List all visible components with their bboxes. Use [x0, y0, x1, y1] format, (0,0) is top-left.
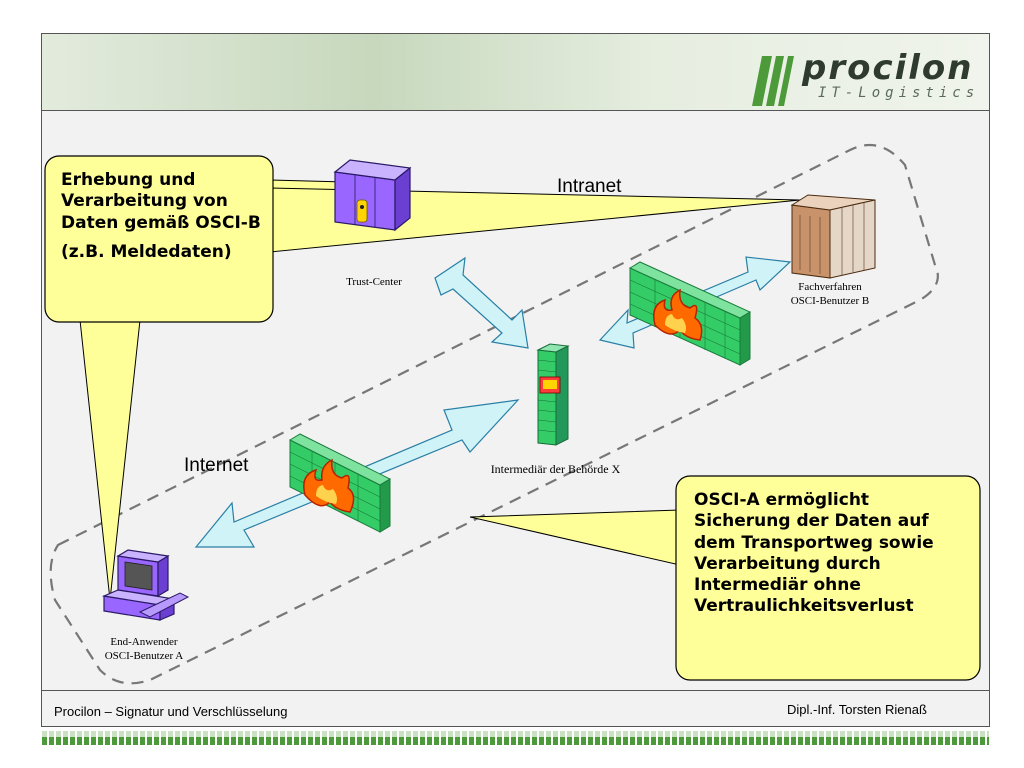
callout-left-text: Erhebung und Verarbeitung von Daten gemä…: [61, 170, 271, 271]
footer-pattern-bar: [42, 731, 989, 745]
enduser-pc-icon: [101, 549, 190, 621]
callout-left-line1: Erhebung und Verarbeitung von Daten gemä…: [61, 170, 261, 233]
intermediaer-label: Intermediär der Behörde X: [490, 462, 621, 476]
footer-divider: [42, 690, 989, 691]
firewall-intranet-icon: [628, 261, 752, 366]
endanwender-label-line1: End-Anwender: [110, 636, 178, 648]
arrow-trustcenter-intermediaer: [434, 256, 529, 349]
callout-left-line2: (z.B. Meldedaten): [61, 241, 232, 262]
internet-label: Internet: [184, 455, 249, 476]
endanwender-label: End-Anwender OSCI-Benutzer A: [84, 636, 204, 664]
intermediaer-server-icon: [536, 343, 570, 446]
footer-left-text: Procilon – Signatur und Verschlüsselung: [54, 704, 288, 719]
procilon-logo-icon: [752, 56, 794, 106]
logo-tagline: IT-Logistics: [818, 85, 980, 101]
footer-right-text: Dipl.-Inf. Torsten Rienaß: [787, 702, 927, 717]
callout-right-text: OSCI-A ermöglicht Sicherung der Daten au…: [694, 490, 934, 617]
header-band: [42, 34, 989, 111]
fachverfahren-label-line1: Fachverfahren: [798, 281, 862, 293]
trust-center-label: Trust-Center: [346, 276, 402, 288]
fachverfahren-label-line2: OSCI-Benutzer B: [790, 294, 870, 307]
intranet-label: Intranet: [557, 176, 622, 197]
logo-wordmark: procilon: [802, 48, 974, 88]
firewall-internet-icon: [288, 433, 392, 533]
fachverfahren-server-icon: [790, 194, 876, 279]
callout-right-shape: [469, 475, 981, 681]
fachverfahren-label: Fachverfahren OSCI-Benutzer B: [770, 281, 890, 309]
trust-center-server-icon: [333, 159, 412, 232]
endanwender-label-line2: OSCI-Benutzer A: [104, 649, 184, 662]
network-boundary: [49, 143, 939, 685]
